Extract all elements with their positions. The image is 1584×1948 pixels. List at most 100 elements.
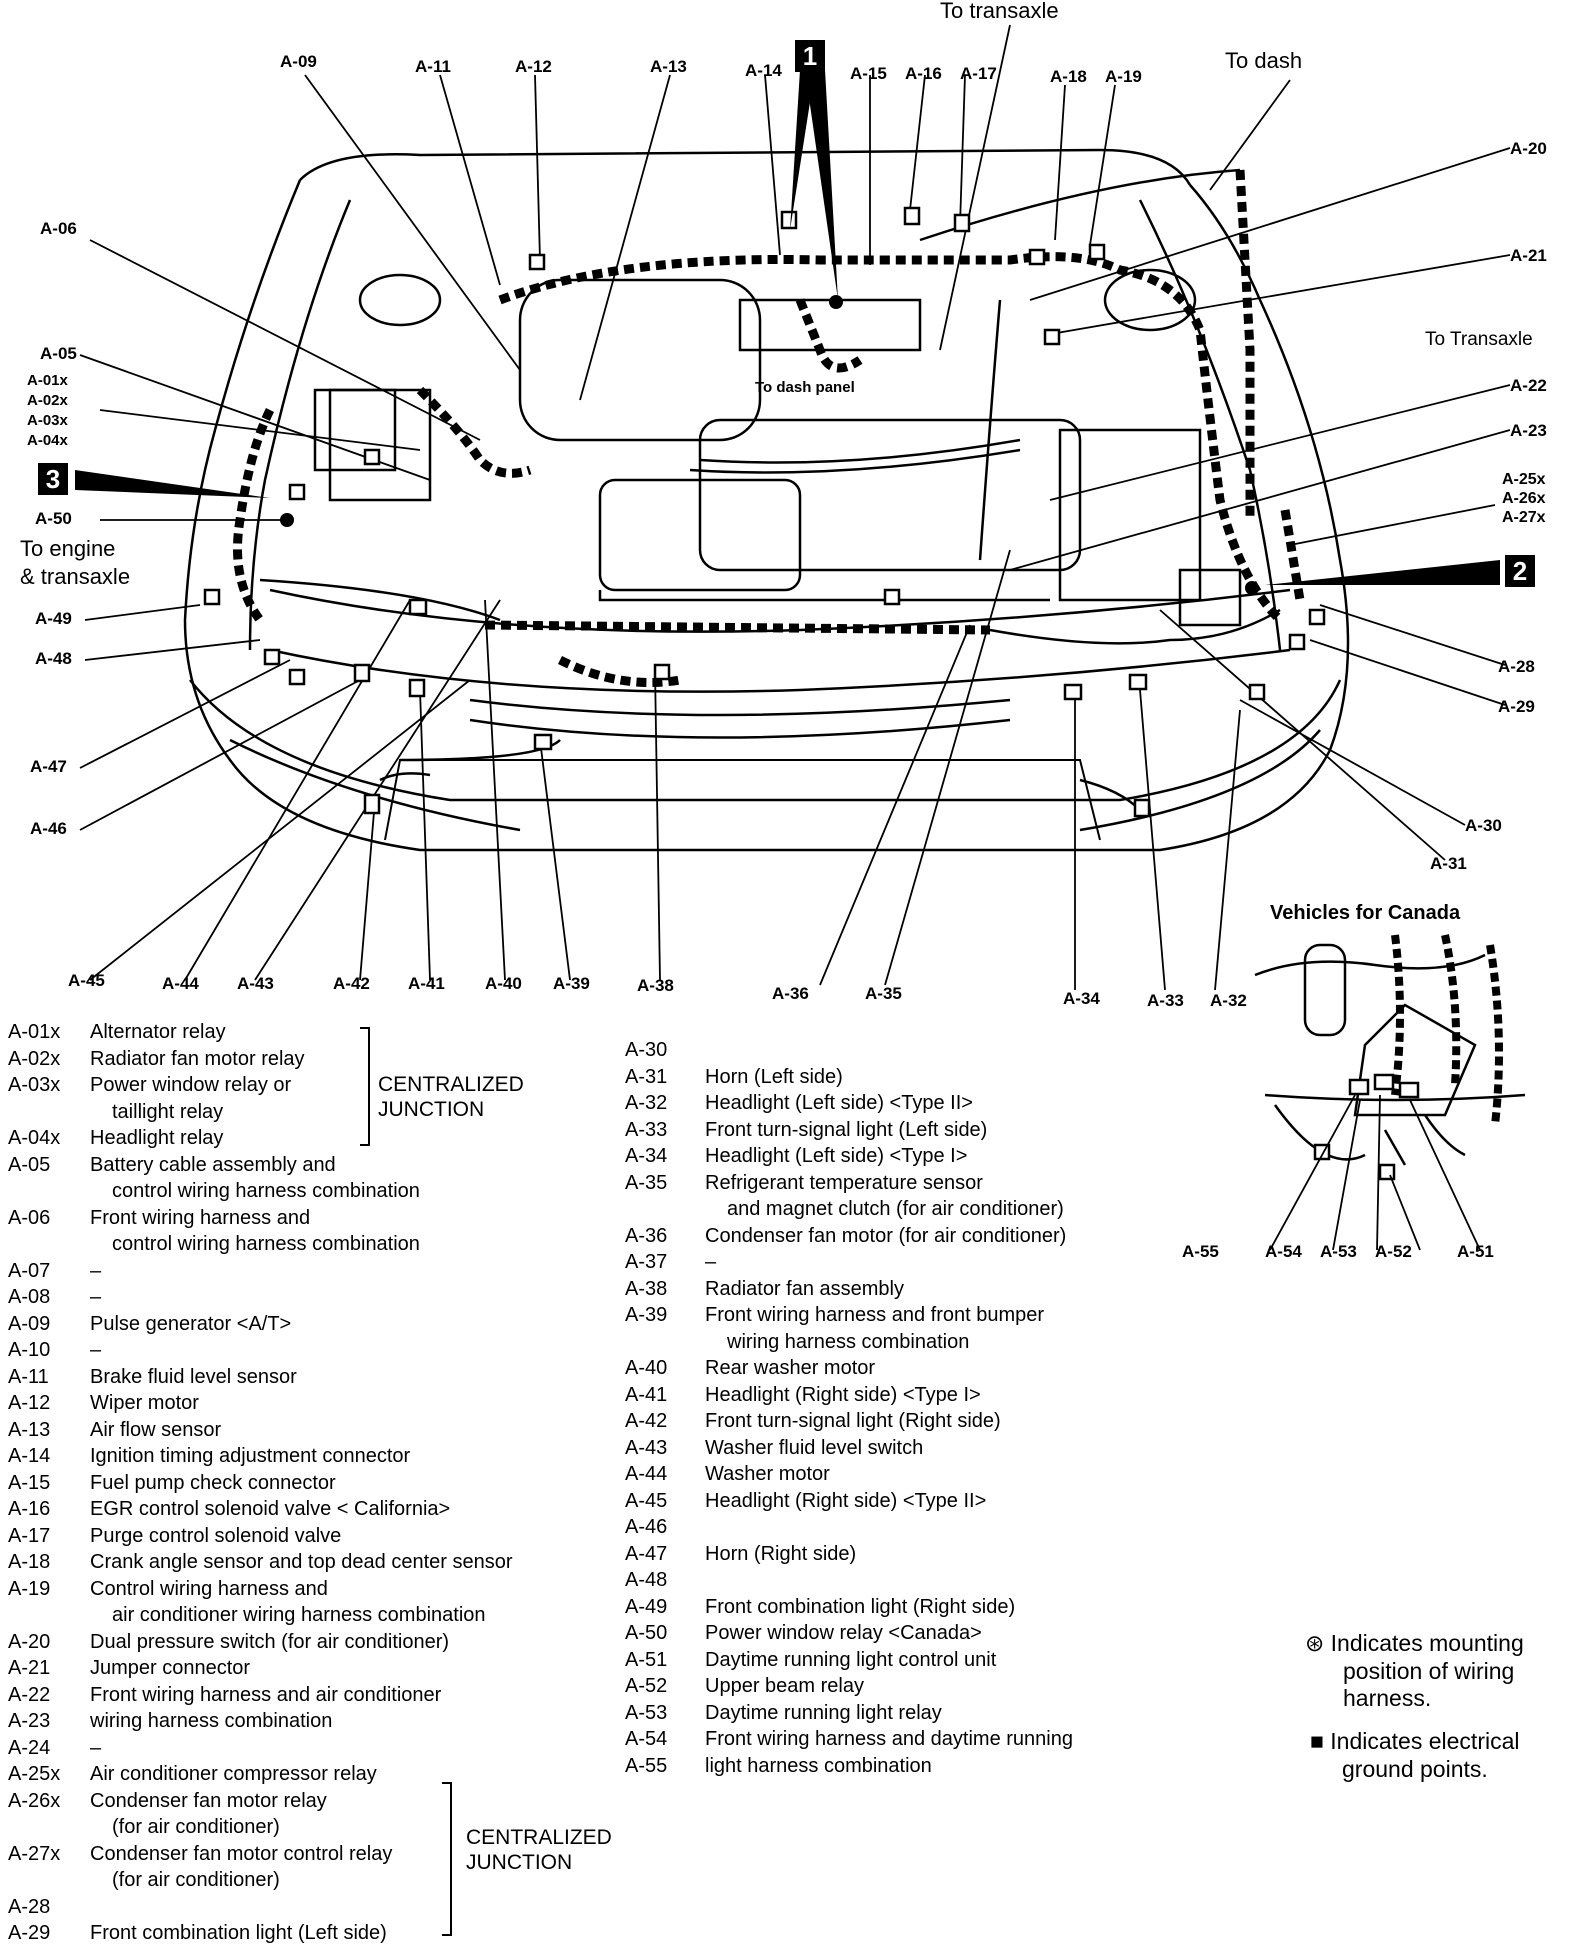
legend-code: A-20 <box>8 1630 51 1653</box>
legend-row: A-20 Dual pressure switch (for air condit… <box>8 1630 450 1653</box>
to-transaxle-right-label: To Transaxle <box>1425 329 1533 350</box>
diagram-label-a15: A-15 <box>850 64 887 83</box>
legend-text: and magnet clutch (for air conditioner) <box>727 1198 1064 1220</box>
diagram-label-a11: A-11 <box>415 57 451 76</box>
legend-row: A-10– <box>8 1340 101 1361</box>
legend-text: EGR control solenoid valve < California> <box>90 1498 451 1520</box>
diagram-label-a48: A-48 <box>35 649 72 668</box>
to-dash-panel-label: To dash panel <box>755 379 855 396</box>
legend-code: A-02x <box>8 1047 61 1070</box>
legend-row: A-48 <box>625 1570 705 1591</box>
canada-inset-title: Vehicles for Canada <box>1270 902 1461 924</box>
legend-text: Front wiring harness and <box>90 1206 311 1229</box>
legend-text: Front turn-signal light (Left side) <box>705 1118 988 1141</box>
legend-text: Headlight (Left side) <Type II> <box>705 1092 973 1114</box>
legend-row: air conditioner wiring harness combinati… <box>8 1605 486 1626</box>
legend-code: A-07 <box>8 1259 51 1282</box>
legend-text: Headlight (Right side) <Type II> <box>705 1489 987 1512</box>
legend-text: Condenser fan motor control relay <box>90 1842 393 1865</box>
legend-code: A-35 <box>625 1171 668 1194</box>
ground-callout-wedges <box>75 70 1500 585</box>
legend-code: A-55 <box>625 1754 668 1777</box>
legend-code: A-53 <box>625 1701 668 1724</box>
legend-code: A-45 <box>625 1489 668 1512</box>
legend-code: A-42 <box>625 1410 668 1432</box>
legend-text: Daytime running light control unit <box>705 1648 997 1671</box>
diagram-label-a30: A-30 <box>1465 816 1502 835</box>
and-transaxle-label: & transaxle <box>20 564 131 589</box>
diagram-label-a31: A-31 <box>1430 854 1467 873</box>
diagram-label-a12: A-12 <box>515 57 552 76</box>
legend-row: A-30 <box>625 1040 705 1061</box>
legend-row: control wiring harness combination <box>8 1181 420 1202</box>
legend-row: A-24– <box>8 1737 101 1759</box>
legend-text: Front wiring harness and front bumper <box>705 1304 1045 1326</box>
legend-code: A-49 <box>625 1595 668 1618</box>
mounting-symbol-icon: ⊛ <box>1305 1630 1325 1656</box>
vehicle-outline <box>183 148 1350 852</box>
legend-code: A-34 <box>625 1145 668 1167</box>
centralized-junction-label-bottom: CENTRALIZED JUNCTION <box>466 1825 612 1875</box>
legend-text: Control wiring harness and <box>90 1577 328 1600</box>
legend-code: A-43 <box>625 1436 668 1459</box>
diagram-label-a28: A-28 <box>1498 657 1535 676</box>
legend-text: Front wiring harness and daytime running <box>705 1728 1073 1750</box>
legend-text: Jumper connector <box>90 1657 251 1679</box>
legend-text: Dual pressure switch (for air conditione… <box>90 1630 450 1653</box>
legend-text: Washer motor <box>705 1463 830 1485</box>
legend-text: Wiper motor <box>90 1392 199 1414</box>
mount-text-1: Indicates mounting <box>1330 1630 1524 1656</box>
diagram-label-a35: A-35 <box>865 984 902 1003</box>
cj-line1: CENTRALIZED <box>378 1073 524 1096</box>
legend-code: A-15 <box>8 1471 51 1494</box>
legend-code: A-17 <box>8 1524 51 1547</box>
ground-points <box>280 295 1259 595</box>
legend-text: – <box>90 1339 102 1361</box>
legend-code: A-50 <box>625 1622 668 1644</box>
legend-text: control wiring harness combination <box>112 1180 420 1202</box>
legend-code: A-52 <box>625 1675 668 1697</box>
legend-row: (for air conditioner) <box>8 1870 280 1891</box>
legend-text: – <box>705 1251 717 1273</box>
diagram-label-a18: A-18 <box>1050 67 1087 86</box>
legend-row: and magnet clutch (for air conditioner) <box>625 1199 1064 1220</box>
ground-point-3-badge: 3 <box>38 463 68 495</box>
legend-code: A-54 <box>625 1728 668 1750</box>
cj-line2: JUNCTION <box>378 1098 485 1122</box>
legend-code: A-28 <box>8 1895 51 1918</box>
diagram-label-a50: A-50 <box>35 509 72 528</box>
legend-text: Radiator fan assembly <box>705 1277 904 1300</box>
legend-code: A-32 <box>625 1092 668 1114</box>
leader-lines <box>79 24 1511 991</box>
diagram-label-a06: A-06 <box>40 219 77 238</box>
diagram-label-a04x: A-04x <box>27 432 68 449</box>
diagram-label-a13: A-13 <box>650 57 687 76</box>
legend-row: taillight relay <box>8 1101 223 1123</box>
legend-code: A-08 <box>8 1286 51 1308</box>
legend-code: A-06 <box>8 1206 51 1229</box>
legend-text: air conditioner wiring harness combinati… <box>112 1604 486 1626</box>
to-dash-label: To dash <box>1225 48 1303 73</box>
legend-text: Front wiring harness and air conditioner <box>90 1683 442 1706</box>
legend-row: A-08– <box>8 1287 101 1308</box>
legend-text: Purge control solenoid valve <box>90 1524 342 1547</box>
junction-bracket-top <box>360 1027 370 1146</box>
legend-text: (for air conditioner) <box>112 1816 280 1838</box>
diagram-label-a52: A-52 <box>1375 1242 1412 1261</box>
legend-text: Headlight relay <box>90 1127 224 1149</box>
diagram-label-a32: A-32 <box>1210 991 1247 1010</box>
to-transaxle-top-label: To transaxle <box>940 0 1059 23</box>
legend-code: A-14 <box>8 1445 51 1467</box>
